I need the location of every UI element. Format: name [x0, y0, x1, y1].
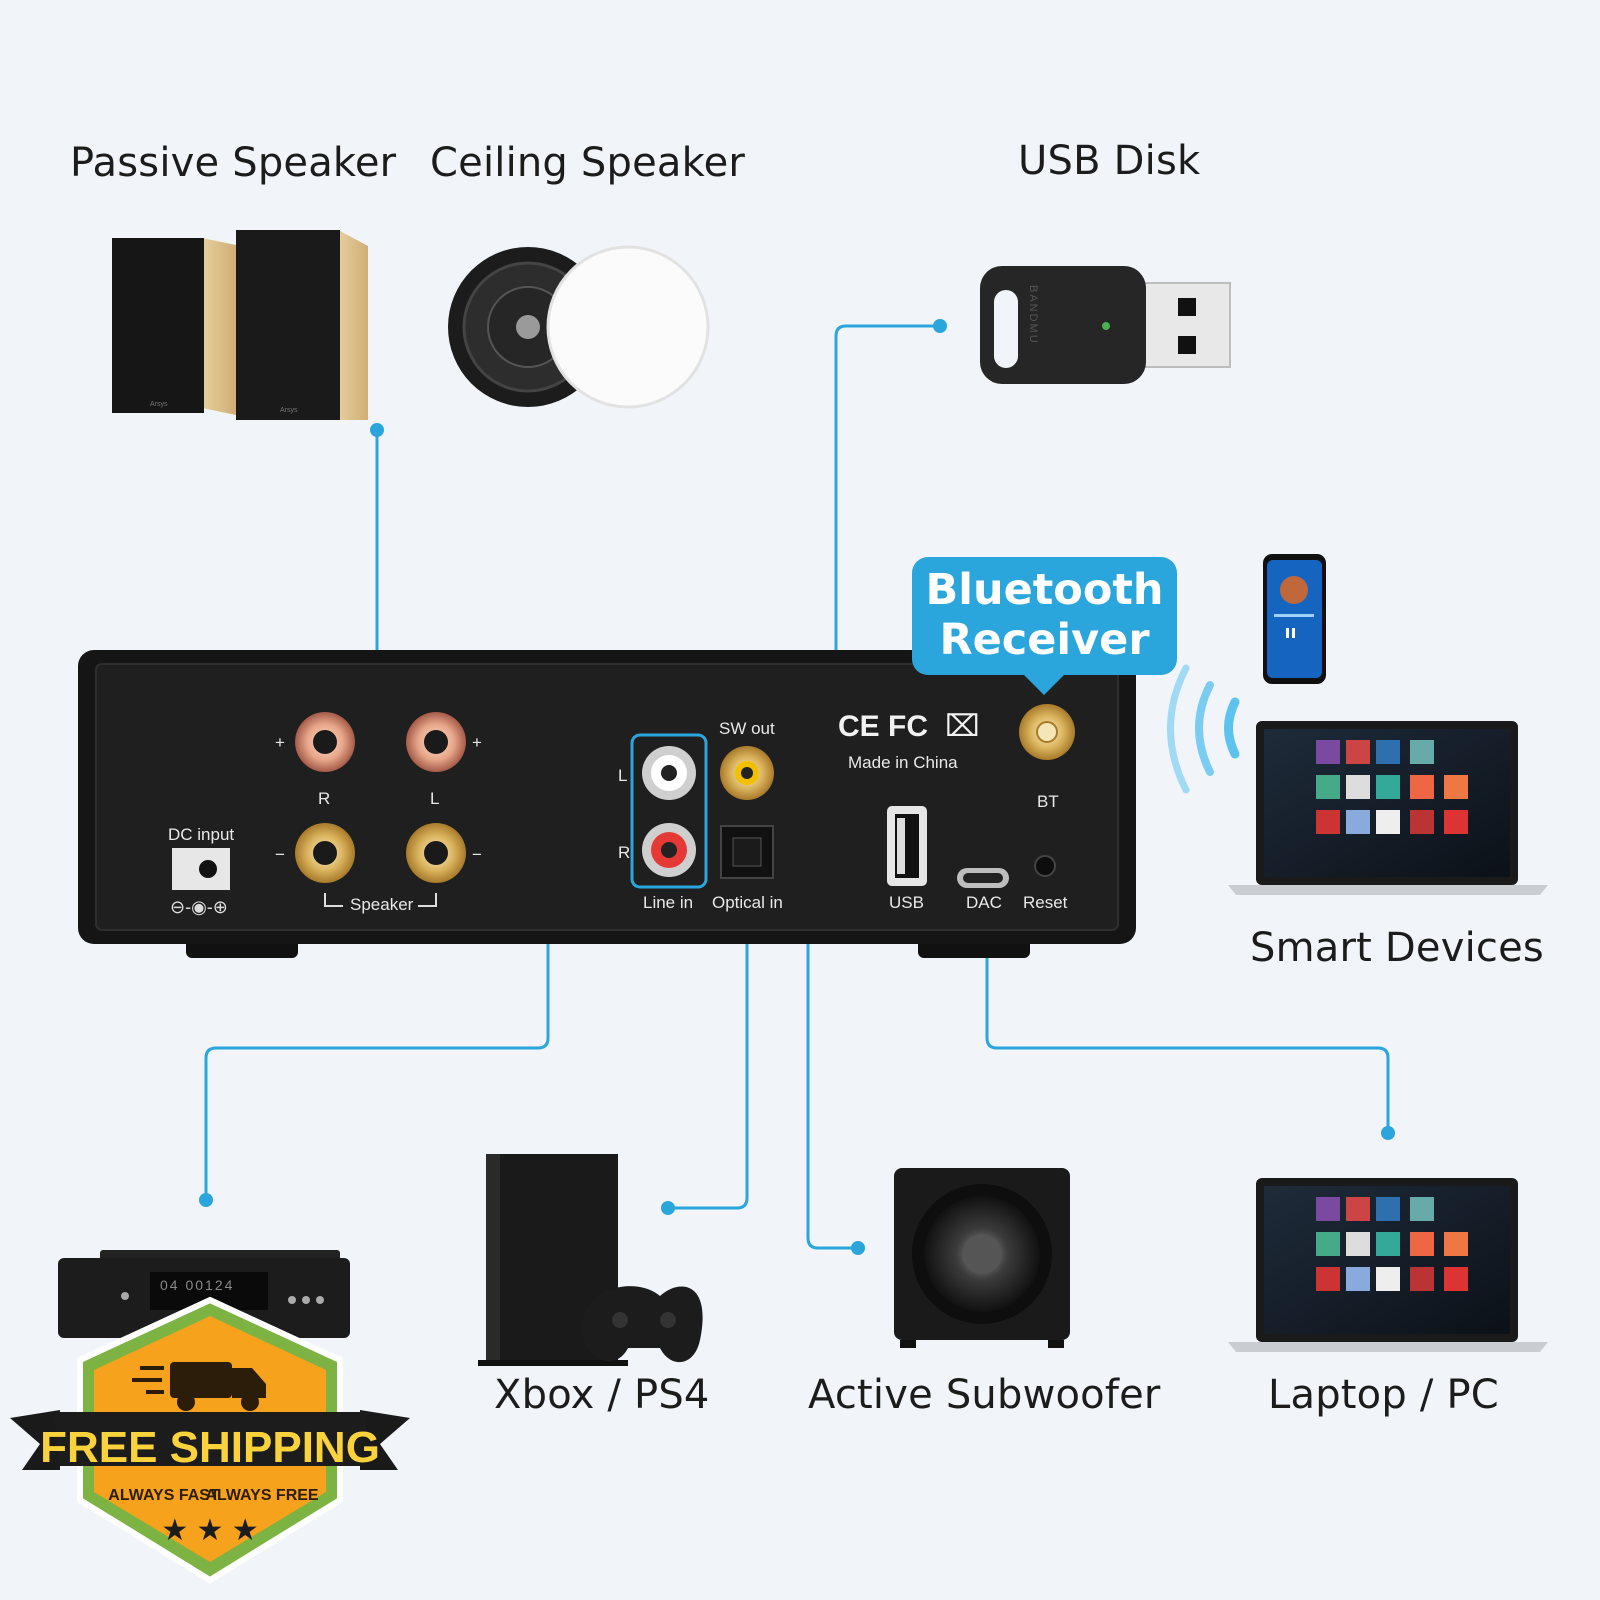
callout-line1: Bluetooth — [925, 565, 1164, 615]
speaker-label: Speaker — [350, 895, 414, 914]
amplifier-back-panel: DC input ⊖-◉-⊕ + + − − R L Speaker L R L… — [78, 650, 1136, 958]
passive-speaker-label: Passive Speaker — [70, 140, 397, 186]
speaker-r-label: R — [318, 789, 330, 808]
free-shipping-badge: FREE SHIPPING ALWAYS FAST ALWAYS FREE ★ … — [10, 1296, 410, 1584]
made-in-label: Made in China — [848, 753, 958, 772]
sw-out-label: SW out — [719, 719, 775, 738]
truck-icon — [132, 1362, 266, 1411]
passive-speaker-image: Arsys Arsys — [112, 230, 368, 420]
xbox-ps4-label: Xbox / PS4 — [494, 1372, 710, 1418]
ps4-image — [478, 1154, 703, 1366]
optical-line — [668, 860, 749, 1210]
speaker-l-label: L — [430, 789, 439, 808]
smartphone-image — [1263, 554, 1326, 684]
speaker-l-plus: + — [472, 733, 482, 752]
subwoofer-image — [894, 1168, 1070, 1348]
ceiling-speaker-image — [448, 245, 710, 409]
bluetooth-receiver-callout: Bluetooth Receiver — [912, 557, 1177, 695]
bluetooth-waves — [1167, 664, 1240, 794]
optical-in-label: Optical in — [712, 893, 783, 912]
usb-disk-label: USB Disk — [1018, 138, 1201, 184]
speaker-l-minus: − — [472, 845, 482, 864]
usb-stick-brand: BANDMU — [1027, 285, 1039, 345]
smart-devices-label: Smart Devices — [1250, 925, 1544, 971]
line-l-label: L — [618, 766, 627, 785]
line-r-label: R — [618, 843, 630, 862]
badge-stars: ★ ★ ★ — [161, 1514, 258, 1547]
laptop-pc-label: Laptop / PC — [1268, 1372, 1499, 1418]
dc-input-label: DC input — [168, 825, 234, 844]
bt-label: BT — [1037, 792, 1059, 811]
cert-marks: CE FC — [838, 710, 928, 743]
svg-text:Arsys: Arsys — [150, 401, 168, 408]
badge-sub-left: ALWAYS FAST — [108, 1487, 220, 1504]
svg-text:⌧: ⌧ — [945, 710, 980, 743]
dac-label: DAC — [966, 893, 1002, 912]
svg-text:⊖-◉-⊕: ⊖-◉-⊕ — [170, 897, 228, 917]
player-display: 04 00124 — [160, 1277, 234, 1293]
badge-title: FREE SHIPPING — [40, 1423, 380, 1472]
reset-label: Reset — [1023, 893, 1068, 912]
laptop-pc-image — [1228, 1178, 1548, 1352]
callout-line2: Receiver — [939, 615, 1150, 665]
svg-text:Arsys: Arsys — [280, 407, 298, 414]
badge-sub-right: ALWAYS FREE — [205, 1487, 319, 1504]
usb-label: USB — [889, 893, 924, 912]
speaker-r-minus: − — [275, 845, 285, 864]
smart-devices-laptop-image — [1228, 721, 1548, 895]
usb-disk-image: BANDMU — [980, 266, 1231, 384]
active-subwoofer-label: Active Subwoofer — [808, 1372, 1161, 1418]
line-in-label: Line in — [643, 893, 693, 912]
ceiling-speaker-label: Ceiling Speaker — [430, 140, 746, 186]
speaker-r-plus: + — [275, 733, 285, 752]
connector-dots — [199, 319, 1395, 1255]
dac-line — [985, 890, 1390, 1133]
